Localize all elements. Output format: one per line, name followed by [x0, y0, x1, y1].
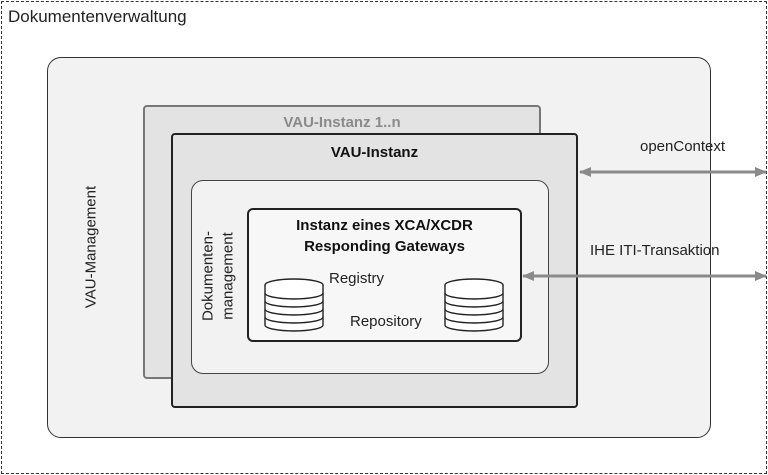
registry-label: Registry [329, 270, 385, 287]
registry-database-icon [264, 278, 324, 332]
ihe-iti-label: IHE ITI-Transaktion [590, 242, 720, 259]
repository-label: Repository [350, 313, 422, 330]
opencontext-label: openContext [640, 138, 726, 155]
responding-gateway-title-line2: Responding Gateways [304, 238, 465, 255]
responding-gateway-title: Instanz eines XCA/XCDR Responding Gatewa… [247, 215, 522, 257]
vau-instance-title: VAU-Instanz [330, 144, 419, 161]
dokumentenverwaltung-title: Dokumentenverwaltung [8, 7, 187, 26]
vau-instance-stack-title: VAU-Instanz 1..n [283, 114, 401, 131]
responding-gateway-title-line1: Instanz eines XCA/XCDR [296, 217, 473, 234]
repository-database-icon [444, 278, 504, 332]
